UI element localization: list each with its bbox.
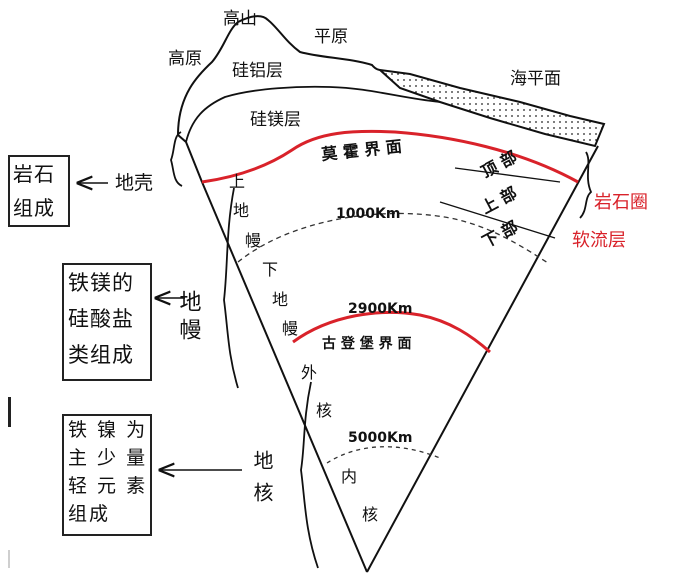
label-lower-part: 下 部 bbox=[479, 217, 521, 251]
label-wai: 外 bbox=[301, 363, 317, 382]
moho-boundary bbox=[201, 129, 579, 184]
wedge-right-edge bbox=[366, 145, 599, 573]
mantle-line-2: 硅酸盐 bbox=[68, 307, 134, 331]
label-asthenosphere: 软流层 bbox=[572, 230, 626, 251]
crust-composition-box: 岩石 组成 bbox=[8, 155, 70, 227]
core-line-3: 轻 元 素 bbox=[68, 475, 148, 497]
label-gaoyuan: 高原 bbox=[168, 49, 202, 69]
gutenberg-boundary bbox=[292, 310, 491, 354]
mantle-line-1: 铁镁的 bbox=[68, 271, 134, 295]
core-brace bbox=[300, 381, 319, 569]
label-he1: 核 bbox=[316, 401, 332, 420]
sial-boundary bbox=[185, 85, 441, 143]
label-man2: 幔 bbox=[282, 319, 298, 338]
label-di1: 地 bbox=[233, 201, 249, 220]
label-mantle-big: 地幔 bbox=[176, 290, 202, 346]
text-cursor-mark bbox=[8, 397, 11, 427]
core-line-1: 铁 镍 为 bbox=[68, 419, 148, 441]
sea-area bbox=[376, 68, 606, 148]
label-sima: 硅镁层 bbox=[250, 110, 301, 130]
faint-mark bbox=[8, 550, 10, 568]
crust-line-2: 组成 bbox=[13, 196, 55, 220]
label-he2: 核 bbox=[362, 505, 378, 524]
label-gaoshan: 高山 bbox=[223, 9, 257, 29]
label-di2: 地 bbox=[272, 290, 288, 309]
core-composition-box: 铁 镍 为 主 少 量 轻 元 素 组成 bbox=[62, 414, 152, 536]
mantle-brace bbox=[223, 187, 239, 389]
outer-surface bbox=[177, 15, 381, 136]
lithosphere-brace bbox=[579, 151, 593, 219]
label-pingyuan: 平原 bbox=[314, 27, 348, 47]
boundary-5000km bbox=[326, 446, 441, 464]
label-lithosphere: 岩石圈 bbox=[594, 192, 648, 213]
core-line-2: 主 少 量 bbox=[68, 447, 148, 469]
upper-mantle-top-divider bbox=[454, 167, 561, 183]
label-man1: 幔 bbox=[245, 231, 261, 250]
label-core-big: 地核 bbox=[250, 450, 274, 514]
crust-left-edge bbox=[177, 134, 203, 183]
core-line-4: 组成 bbox=[68, 503, 111, 525]
label-upper-part: 上 部 bbox=[478, 183, 520, 217]
mantle-composition-box: 铁镁的 硅酸盐 类组成 bbox=[62, 263, 152, 381]
label-xia: 下 bbox=[262, 260, 278, 279]
label-gutenberg: 古 登 堡 界 面 bbox=[322, 335, 412, 352]
mantle-line-3: 类组成 bbox=[68, 343, 134, 367]
label-crust: 地壳 bbox=[115, 172, 153, 194]
label-moho: 莫 霍 界 面 bbox=[319, 137, 402, 164]
label-sea-level: 海平面 bbox=[510, 69, 561, 89]
upper-mantle-mid-divider bbox=[439, 201, 556, 239]
label-depth-5000: 5000Km bbox=[348, 430, 412, 446]
crust-line-1: 岩石 bbox=[13, 162, 55, 186]
label-sial: 硅铝层 bbox=[232, 61, 283, 81]
crust-brace bbox=[170, 131, 183, 187]
label-shang: 上 bbox=[229, 172, 245, 191]
boundary-1000km bbox=[237, 212, 549, 264]
wedge-left-edge bbox=[201, 181, 368, 573]
label-depth-1000: 1000Km bbox=[336, 206, 400, 222]
label-nei: 内 bbox=[341, 467, 357, 486]
label-depth-2900: 2900Km bbox=[348, 301, 412, 317]
